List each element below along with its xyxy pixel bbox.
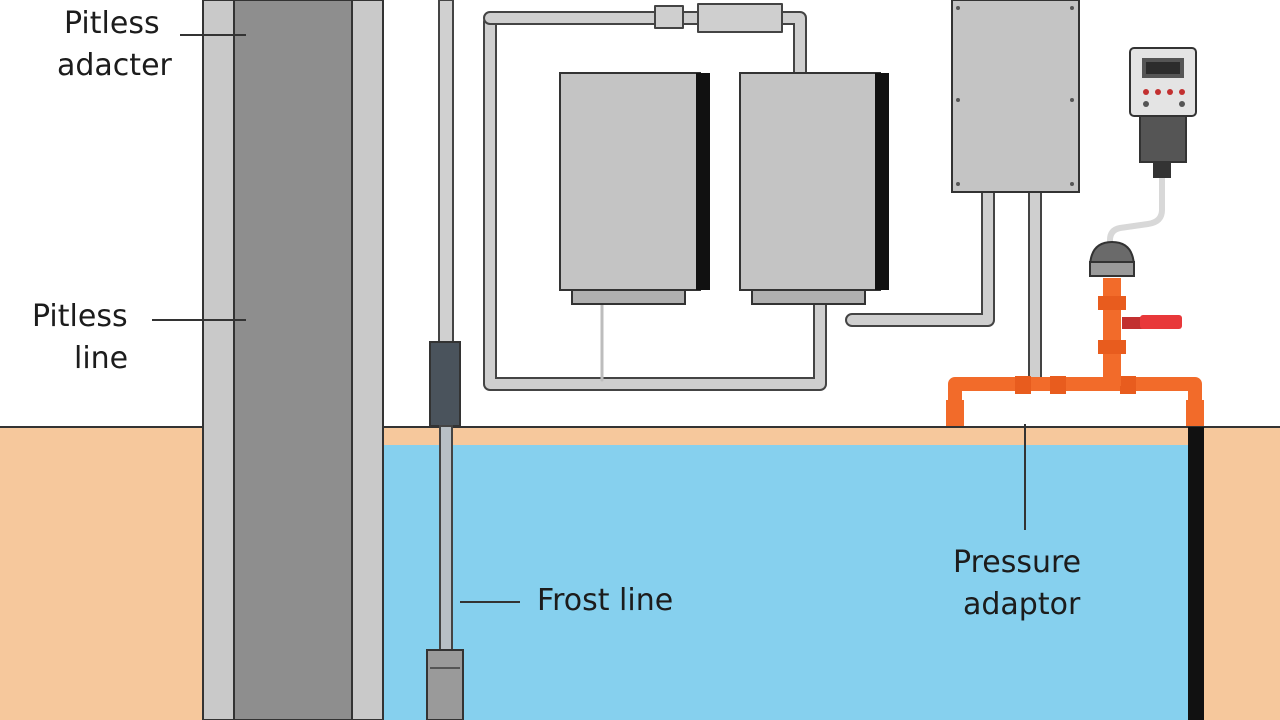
gray-piping [483,3,1042,391]
soil-strip [383,427,1200,445]
soil-left [0,427,205,720]
right-wall [1188,427,1204,720]
label-pressure-adaptor-2: adaptor [963,587,1081,622]
pressure-tank-right [739,72,889,305]
control-box [951,0,1080,193]
orange-piping [946,240,1204,426]
label-frost-line: Frost line [537,583,674,618]
pressure-tank-left [559,72,710,305]
drop-pipe [426,0,464,720]
submersible-pump [426,649,464,720]
water-area [383,445,1195,720]
pressure-switch [1107,47,1197,248]
label-pressure-adaptor-1: Pressure [953,545,1082,580]
label-pitless-line-2: line [74,341,129,376]
soil-right [1200,427,1280,720]
label-pitless-adapter-2: adacter [57,48,172,83]
label-pitless-line-1: Pitless [32,299,128,334]
label-pitless-adapter-1: Pitless [64,6,160,41]
well-casing [202,0,384,720]
